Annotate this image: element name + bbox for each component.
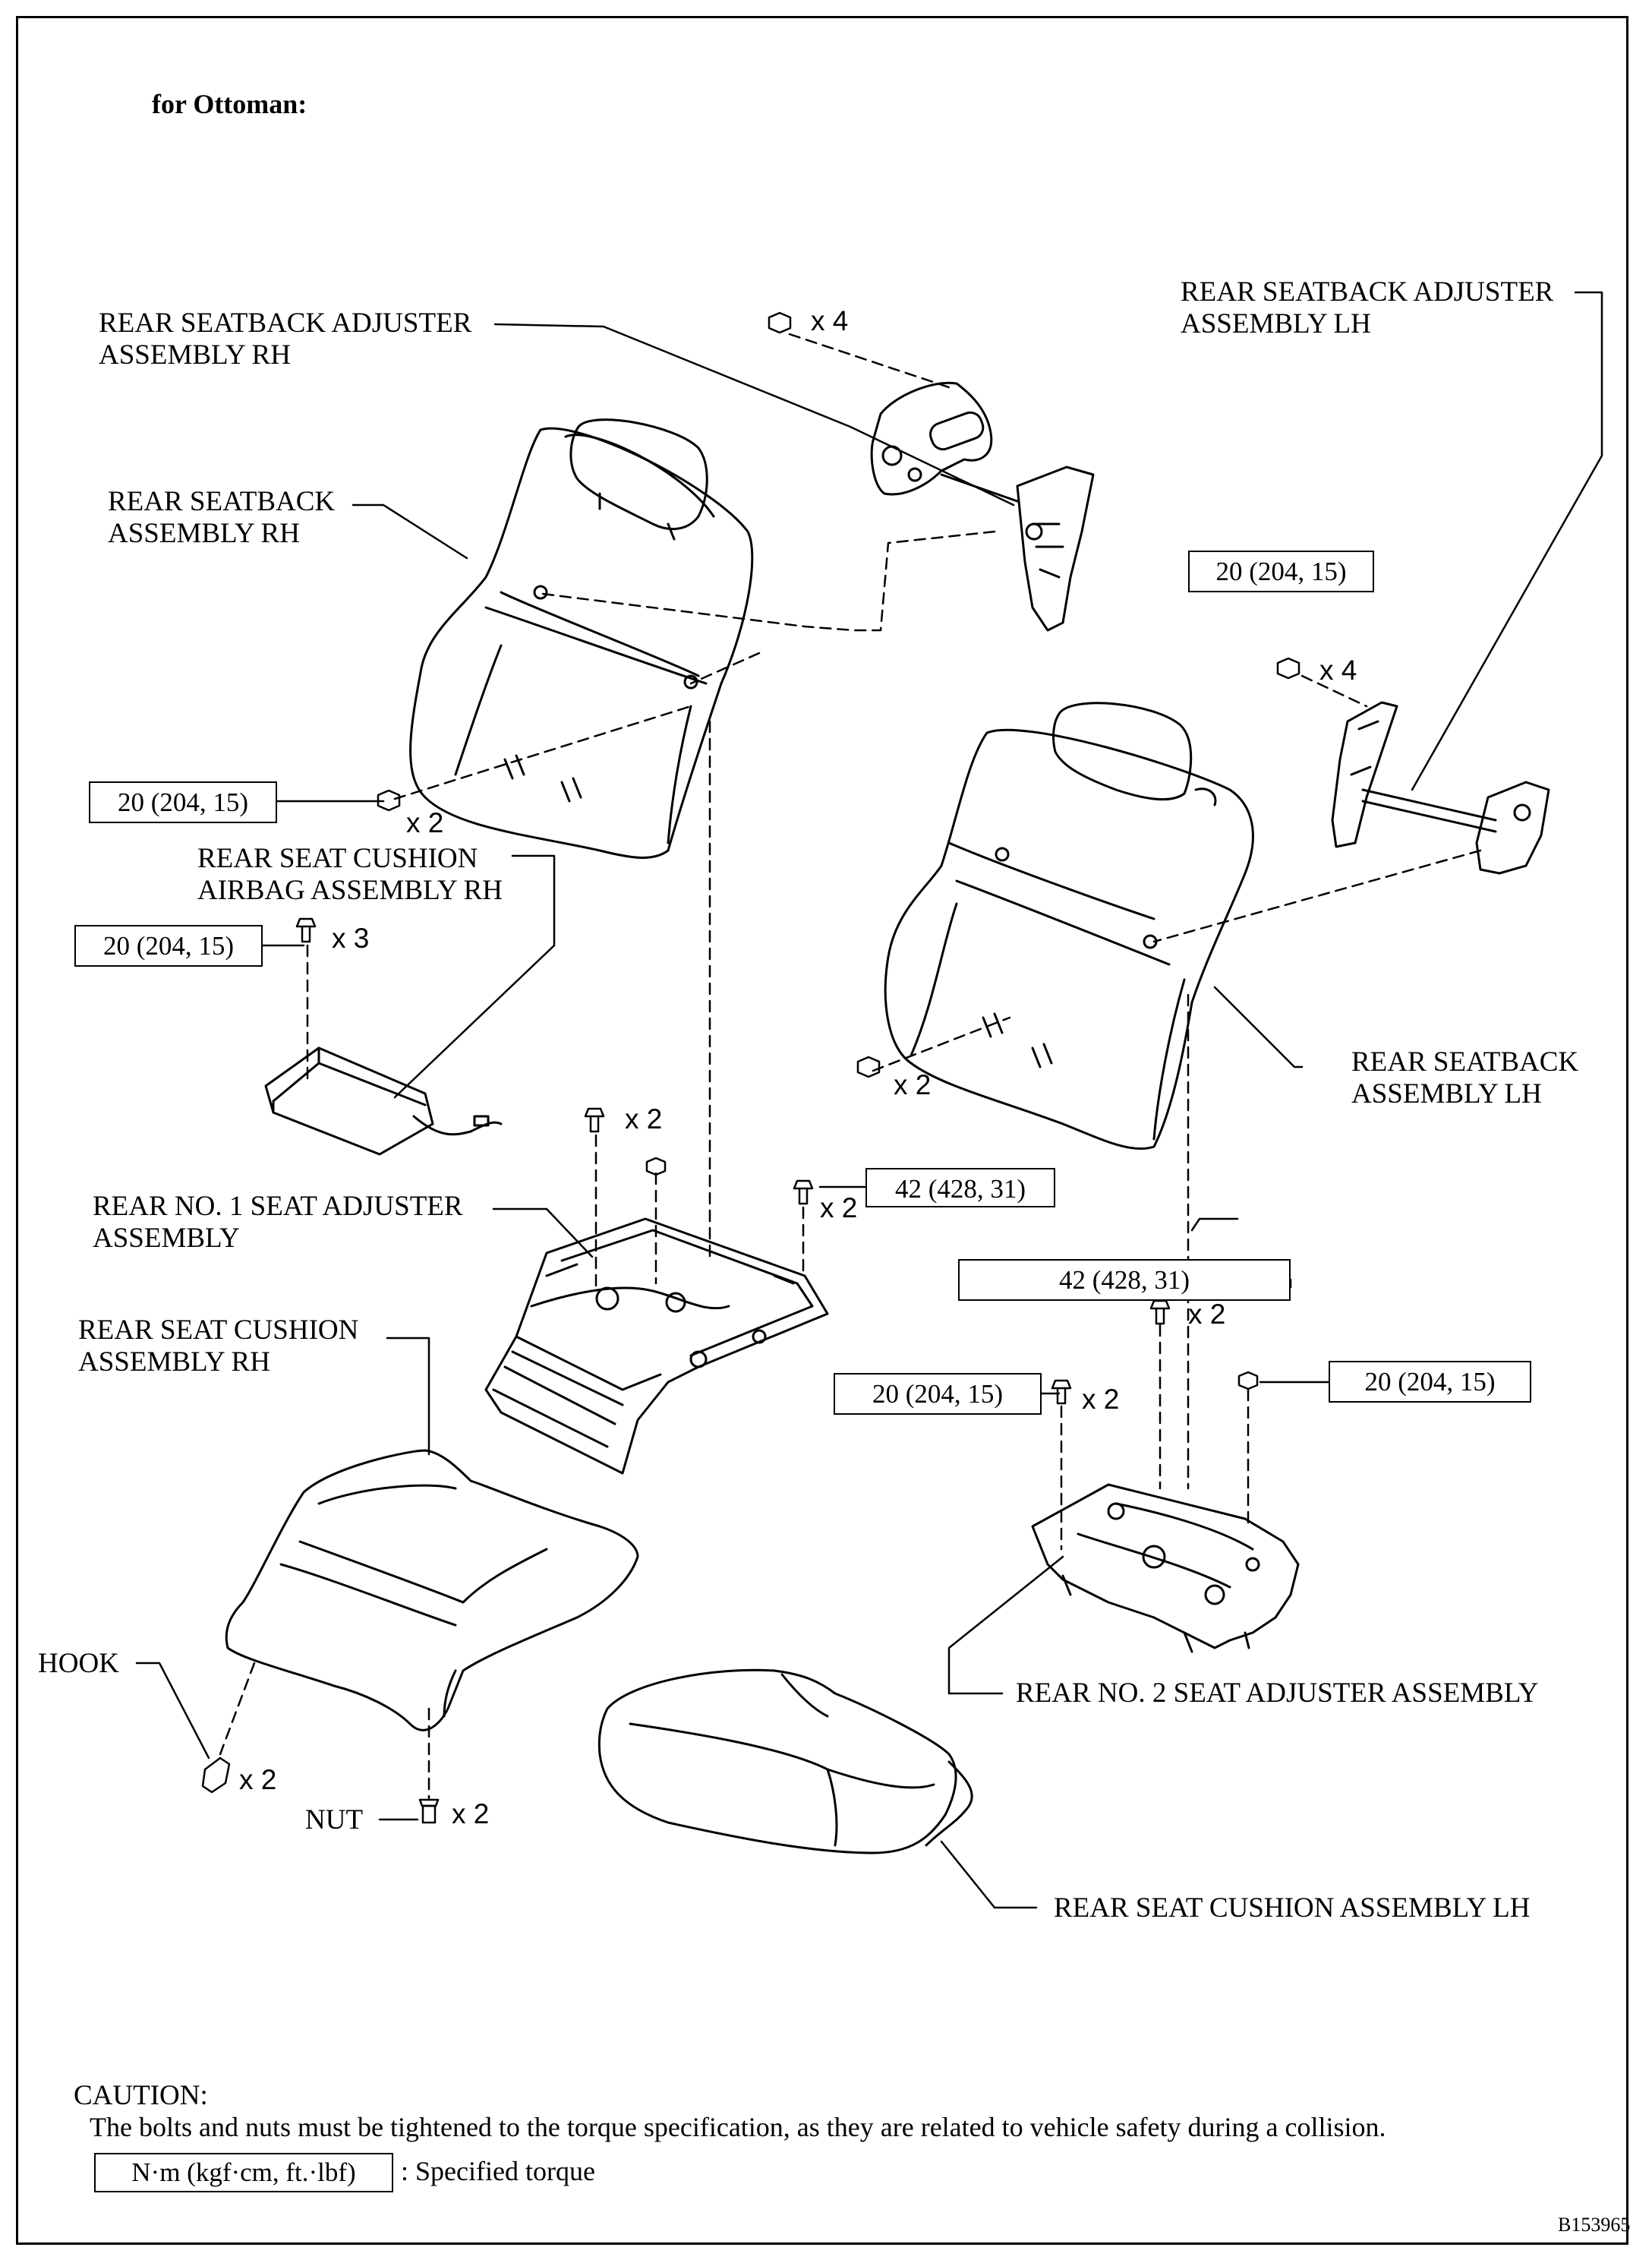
quantity-label: x 2 [452, 1798, 490, 1829]
torque-box: 20 (204, 15) [1329, 1361, 1531, 1403]
label-hook: HOOK [38, 1648, 119, 1679]
bolt-icon [793, 1179, 814, 1205]
diagram-frame [16, 16, 1628, 2245]
label-seat-adjuster-no1: REAR NO. 1 SEAT ADJUSTER ASSEMBLY [93, 1191, 463, 1254]
seat-cushion-lh-illustration [597, 1668, 973, 1854]
bolt-icon [295, 917, 317, 943]
quantity-label: x 2 [406, 807, 444, 838]
bolt-icon [1051, 1379, 1072, 1405]
nut-icon [645, 1157, 667, 1176]
quantity-label: x 4 [811, 305, 849, 336]
torque-box: 42 (428, 31) [958, 1259, 1291, 1301]
nut-icon [1276, 657, 1300, 680]
torque-box: 20 (204, 15) [834, 1373, 1042, 1415]
quantity-label: x 2 [239, 1764, 277, 1795]
label-seatback-adjuster-lh: REAR SEATBACK ADJUSTER ASSEMBLY LH [1181, 276, 1554, 339]
torque-box: 20 (204, 15) [74, 925, 263, 967]
quantity-label: x 3 [332, 923, 370, 954]
seatback-adjuster-lh-illustration [1331, 701, 1550, 875]
caution-text: The bolts and nuts must be tightened to … [90, 2112, 1386, 2142]
fasteners [201, 311, 1300, 1824]
torque-box: 20 (204, 15) [1188, 551, 1374, 592]
caution-title: CAUTION: [74, 2080, 208, 2111]
seatback-rh-illustration [409, 418, 754, 859]
quantity-label: x 2 [1082, 1384, 1120, 1415]
leader-lines [135, 291, 1603, 1909]
nut-icon [1237, 1371, 1259, 1390]
quantity-label: x 2 [625, 1103, 663, 1135]
nut-icon [768, 311, 792, 334]
seat-adjuster-no2-illustration [1031, 1483, 1300, 1653]
torque-unit-legend: N·m (kgf·cm, ft.·lbf) [94, 2153, 393, 2192]
reference-code: B153965 [1558, 2214, 1631, 2236]
nut-icon [418, 1798, 440, 1824]
quantity-label: x 4 [1319, 655, 1357, 686]
bolt-icon [584, 1107, 605, 1133]
label-seat-cushion-rh: REAR SEAT CUSHION ASSEMBLY RH [78, 1315, 359, 1378]
label-cushion-airbag-rh: REAR SEAT CUSHION AIRBAG ASSEMBLY RH [197, 843, 503, 906]
quantity-label: x 2 [820, 1192, 858, 1223]
label-seatback-lh: REAR SEATBACK ASSEMBLY LH [1351, 1046, 1579, 1109]
hook-icon [201, 1756, 231, 1794]
label-nut: NUT [305, 1804, 364, 1835]
label-seat-adjuster-no2: REAR NO. 2 SEAT ADJUSTER ASSEMBLY [1016, 1678, 1539, 1709]
alignment-lines [219, 333, 1482, 1800]
label-seat-cushion-lh: REAR SEAT CUSHION ASSEMBLY LH [1054, 1892, 1531, 1924]
torque-box: 20 (204, 15) [89, 781, 277, 823]
label-seatback-adjuster-rh: REAR SEATBACK ADJUSTER ASSEMBLY RH [99, 308, 472, 371]
seatback-lh-illustration [884, 702, 1254, 1150]
quantity-label: x 2 [1188, 1299, 1226, 1330]
seat-cushion-rh-illustration [225, 1449, 639, 1731]
diagram-heading: for Ottoman: [152, 89, 307, 119]
nut-icon [377, 789, 401, 812]
torque-box: 42 (428, 31) [865, 1168, 1055, 1207]
seat-adjuster-no1-illustration [484, 1217, 829, 1475]
bolt-icon [1149, 1299, 1171, 1325]
cushion-airbag-rh-illustration [264, 1046, 503, 1156]
nut-icon [856, 1056, 881, 1078]
quantity-label: x 2 [894, 1069, 932, 1100]
torque-legend-description: : Specified torque [401, 2156, 595, 2186]
label-seatback-rh: REAR SEATBACK ASSEMBLY RH [108, 486, 336, 549]
seatback-adjuster-rh-illustration [870, 381, 1095, 632]
